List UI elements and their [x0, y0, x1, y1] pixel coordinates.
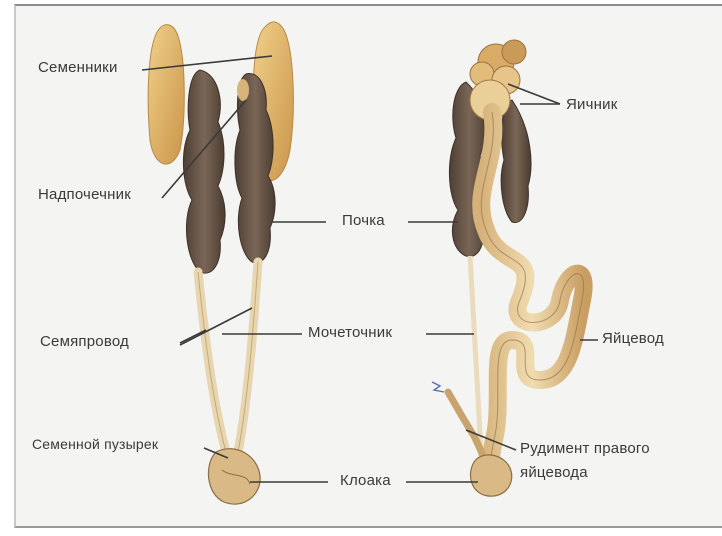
label-testes: Семенники [38, 59, 118, 76]
leader-vas-right [180, 308, 252, 345]
adrenal-gland [237, 79, 249, 101]
cloaca-female [470, 455, 511, 496]
left-kidney-male [183, 70, 225, 273]
left-vas-deferens [198, 272, 226, 452]
male-organs [148, 22, 293, 504]
female-organs [432, 40, 584, 496]
label-cloaca: Клоака [340, 472, 391, 489]
cloaca-male [208, 449, 260, 504]
label-adrenal: Надпочечник [38, 186, 131, 203]
label-ovary: Яичник [566, 96, 617, 113]
label-vas-deferens: Семяпровод [40, 333, 129, 350]
label-rudiment-line2: яйцевода [520, 464, 588, 481]
right-vas-deferens [238, 262, 258, 452]
leader-ovary-1 [508, 84, 560, 104]
label-seminal-vesicle: Семенной пузырек [32, 436, 158, 452]
kidney-female-right-lobe [501, 100, 531, 223]
label-rudiment-line1: Рудимент правого [520, 440, 650, 457]
label-kidney: Почка [342, 212, 385, 229]
label-ureter: Мочеточник [308, 324, 392, 341]
label-oviduct: Яйцевод [602, 330, 664, 347]
left-testis [148, 25, 184, 164]
